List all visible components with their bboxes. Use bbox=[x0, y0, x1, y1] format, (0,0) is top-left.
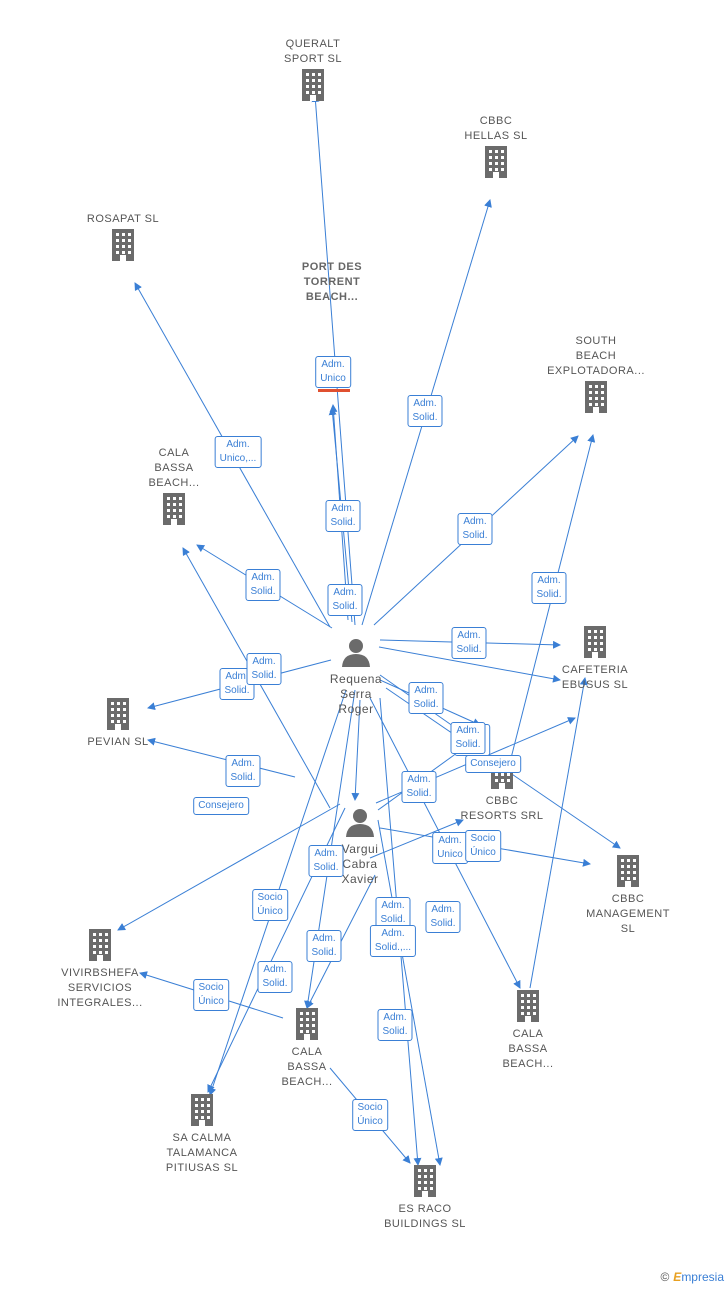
company-node[interactable]: QUERALT SPORT SL bbox=[248, 37, 378, 106]
relationship-label[interactable]: Adm. Solid. bbox=[225, 755, 261, 787]
building-icon bbox=[104, 698, 132, 734]
company-name: ES RACO BUILDINGS SL bbox=[384, 1203, 466, 1230]
person-name: Requena Serra Roger bbox=[329, 672, 383, 716]
relationship-label[interactable]: Consejero bbox=[193, 797, 249, 815]
company-name: PORT DES TORRENT BEACH... bbox=[301, 261, 363, 303]
relationship-label[interactable]: Adm. Solid. bbox=[401, 771, 437, 803]
building-icon bbox=[293, 1008, 321, 1044]
company-name: QUERALT SPORT SL bbox=[283, 38, 342, 65]
building-icon bbox=[482, 146, 510, 182]
relationship-label[interactable]: Adm. Solid. bbox=[377, 1009, 413, 1041]
relationship-label[interactable]: Adm. Solid. bbox=[531, 572, 567, 604]
person-name: Vargui Cabra Xavier bbox=[341, 842, 379, 886]
brand-initial: E bbox=[673, 1270, 682, 1284]
person-icon bbox=[341, 639, 371, 671]
copyright-symbol: © bbox=[660, 1270, 670, 1284]
company-name: PEVIAN SL bbox=[87, 736, 149, 748]
company-name: SOUTH BEACH EXPLOTADORA... bbox=[547, 335, 645, 377]
building-icon bbox=[581, 626, 609, 662]
person-node[interactable]: Requena Serra Roger bbox=[291, 637, 421, 717]
building-icon bbox=[86, 929, 114, 965]
relationship-label[interactable]: Adm. Solid. bbox=[451, 627, 487, 659]
building-icon bbox=[582, 381, 610, 417]
relationship-label[interactable]: Socio Único bbox=[352, 1099, 388, 1131]
relationship-label[interactable]: Adm. Solid.,... bbox=[369, 925, 417, 957]
relationship-label[interactable]: Adm. Unico,... bbox=[214, 436, 262, 468]
company-node[interactable]: PORT DES TORRENT BEACH... bbox=[267, 260, 397, 305]
relationship-label[interactable]: Adm. Solid. bbox=[246, 653, 282, 685]
company-name: CBBC HELLAS SL bbox=[464, 115, 528, 142]
relationship-label[interactable]: Socio Único bbox=[252, 889, 288, 921]
relationship-label[interactable]: Socio Único bbox=[465, 830, 501, 862]
relationship-label[interactable]: Adm. Solid. bbox=[308, 845, 344, 877]
edge-line bbox=[377, 819, 443, 1166]
relationship-label[interactable]: Socio Único bbox=[193, 979, 229, 1011]
relationship-label[interactable]: Adm. Solid. bbox=[245, 569, 281, 601]
company-name: CALA BASSA BEACH... bbox=[281, 1046, 333, 1088]
building-icon bbox=[299, 69, 327, 105]
brand-name: mpresia bbox=[681, 1270, 724, 1284]
relationship-label[interactable]: Adm. Solid. bbox=[327, 584, 363, 616]
company-name: VIVIRBSHEFA SERVICIOS INTEGRALES... bbox=[57, 967, 143, 1009]
company-node[interactable]: SOUTH BEACH EXPLOTADORA... bbox=[531, 334, 661, 418]
brand-logo: ©Empresia bbox=[660, 1270, 724, 1284]
relationship-label[interactable]: Adm. Unico bbox=[315, 356, 351, 388]
company-node[interactable]: CALA BASSA BEACH... bbox=[463, 988, 593, 1072]
edge-line bbox=[378, 646, 561, 683]
company-node[interactable]: VIVIRBSHEFA SERVICIOS INTEGRALES... bbox=[35, 927, 165, 1011]
company-name: CALA BASSA BEACH... bbox=[502, 1028, 554, 1070]
company-node[interactable]: CBBC HELLAS SL bbox=[431, 114, 561, 183]
relationship-label[interactable]: Adm. Solid. bbox=[375, 897, 411, 929]
person-node[interactable]: Vargui Cabra Xavier bbox=[295, 807, 425, 887]
building-icon bbox=[488, 757, 516, 793]
company-node[interactable]: CBBC MANAGEMENT SL bbox=[563, 853, 693, 937]
edge-line bbox=[117, 803, 341, 931]
relationship-label[interactable]: Adm. Solid. bbox=[325, 500, 361, 532]
relationship-label[interactable]: Adm. Solid. bbox=[425, 901, 461, 933]
edge-line bbox=[351, 699, 361, 801]
relationship-label[interactable]: Adm. Unico bbox=[432, 832, 468, 864]
building-icon bbox=[411, 1165, 439, 1201]
company-node[interactable]: CALA BASSA BEACH... bbox=[109, 446, 239, 530]
person-icon bbox=[345, 809, 375, 841]
edge-line bbox=[529, 677, 588, 989]
company-name: CALA BASSA BEACH... bbox=[148, 447, 200, 489]
company-node[interactable]: PEVIAN SL bbox=[53, 696, 183, 750]
building-icon bbox=[514, 990, 542, 1026]
company-name: CBBC MANAGEMENT SL bbox=[586, 893, 670, 935]
edge-line bbox=[369, 818, 464, 859]
highlight-bar bbox=[318, 389, 350, 392]
company-name: SA CALMA TALAMANCA PITIUSAS SL bbox=[165, 1132, 239, 1174]
company-node[interactable]: ROSAPAT SL bbox=[58, 212, 188, 266]
building-icon bbox=[188, 1094, 216, 1130]
relationship-label[interactable]: Adm. Solid. bbox=[407, 395, 443, 427]
relationship-label[interactable]: Adm. Solid. bbox=[450, 722, 486, 754]
relationship-label[interactable]: Adm. Solid. bbox=[306, 930, 342, 962]
relationship-label[interactable]: Adm. Solid. bbox=[457, 513, 493, 545]
relationship-label[interactable]: Consejero bbox=[465, 755, 521, 773]
edge-line bbox=[147, 737, 296, 778]
company-node[interactable]: SA CALMA TALAMANCA PITIUSAS SL bbox=[137, 1092, 267, 1176]
company-node[interactable]: CALA BASSA BEACH... bbox=[242, 1006, 372, 1090]
company-name: ROSAPAT SL bbox=[86, 213, 160, 225]
building-icon bbox=[160, 493, 188, 529]
company-node[interactable]: ES RACO BUILDINGS SL bbox=[360, 1163, 490, 1232]
building-icon bbox=[614, 855, 642, 891]
company-node[interactable]: CAFETERIA EBUSUS SL bbox=[530, 624, 660, 693]
company-name: CBBC RESORTS SRL bbox=[460, 795, 544, 822]
relationship-label[interactable]: Adm. Solid. bbox=[257, 961, 293, 993]
building-icon bbox=[109, 229, 137, 265]
relationship-label[interactable]: Adm. Solid. bbox=[408, 682, 444, 714]
company-name: CAFETERIA EBUSUS SL bbox=[561, 664, 629, 691]
